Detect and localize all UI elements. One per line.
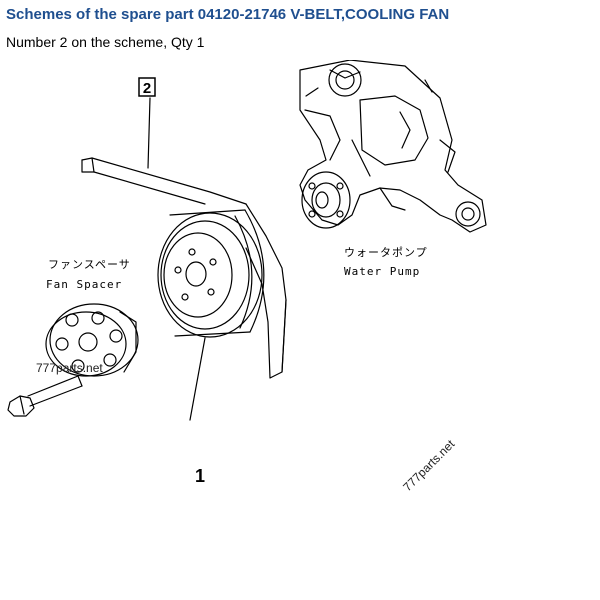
part-subtitle: Number 2 on the scheme, Qty 1 — [6, 34, 205, 50]
parts-scheme: 2 1 ウォータポンプ Water Pump ファンスペーサ Fan Space… — [0, 60, 600, 600]
watermark: 777parts.net — [400, 437, 458, 495]
callout-1-leader — [189, 337, 206, 421]
fan-spacer-drawing — [45, 303, 139, 377]
watermark: 777parts.net — [36, 361, 103, 375]
water-pump-label-en: Water Pump — [344, 265, 420, 278]
bolt-drawing — [7, 375, 83, 417]
water-pump-drawing — [299, 60, 487, 233]
callout-1-label: 1 — [195, 466, 205, 486]
fan-spacer-label-en: Fan Spacer — [46, 278, 122, 291]
page-title: Schemes of the spare part 04120-21746 V-… — [6, 6, 450, 23]
scheme-drawing: 2 1 ウォータポンプ Water Pump ファンスペーサ Fan Space… — [7, 60, 487, 495]
callout-2-box — [138, 77, 156, 97]
fan-spacer-label-ja: ファンスペーサ — [48, 258, 131, 271]
callout-2-label: 2 — [143, 80, 151, 97]
callout-2-leader — [147, 97, 151, 169]
pulley-drawing — [157, 209, 265, 338]
v-belt-drawing — [81, 157, 287, 379]
water-pump-label-ja: ウォータポンプ — [344, 246, 428, 259]
